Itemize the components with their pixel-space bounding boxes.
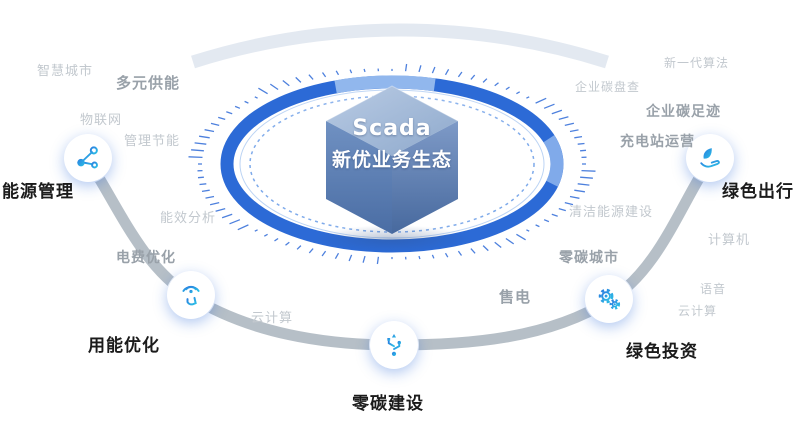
node-label-energy-use-optimization: 用能优化: [88, 336, 160, 356]
center-title: Scada: [352, 116, 432, 141]
gears-icon: [598, 288, 621, 310]
keyword-iot: 物联网: [80, 113, 123, 128]
node-energy-use-optimization: [167, 271, 215, 319]
keyword-multi-energy-supply: 多元供能: [116, 74, 181, 92]
outer-top-arc: [191, 23, 609, 69]
keyword-next-gen-algorithms: 新一代算法: [664, 56, 730, 70]
keyword-zero-carbon-city: 零碳城市: [559, 250, 619, 266]
node-label-green-travel: 绿色出行: [722, 182, 794, 202]
touch-press-icon: [182, 285, 200, 306]
ring-highlight-right: [543, 135, 564, 187]
ring-highlight-top: [334, 75, 436, 94]
node-label-green-investment: 绿色投资: [626, 342, 698, 362]
keyword-cloud-computing-left: 云计算: [251, 311, 294, 326]
tick-ring: [188, 63, 596, 265]
leaf-in-hand-icon: [700, 148, 720, 168]
keyword-computer: 计算机: [708, 233, 751, 248]
keyword-enterprise-carbon-inventory: 企业碳盘查: [575, 80, 641, 94]
cube-left-face: [326, 121, 392, 234]
keyword-enterprise-carbon-footprint: 企业碳足迹: [646, 104, 721, 120]
keyword-cloud-computing-right: 云计算: [678, 304, 718, 318]
keyword-energy-efficiency-analysis: 能效分析: [160, 211, 217, 226]
keyword-electricity-sales: 售电: [499, 288, 532, 306]
node-green-travel: [686, 134, 734, 182]
keyword-electricity-cost-optimization: 电费优化: [116, 250, 176, 266]
molecule-network-icon: [77, 146, 98, 169]
cube-shadow: [314, 225, 470, 253]
node-label-zero-carbon-construction: 零碳建设: [352, 394, 424, 414]
center-cube: [325, 85, 459, 234]
keyword-clean-energy-construction: 清洁能源建设: [569, 205, 654, 220]
node-energy-management: [64, 134, 112, 182]
keyword-charging-station-operation: 充电站运营: [620, 134, 695, 150]
node-label-energy-management: 能源管理: [2, 182, 74, 202]
usb-branch-icon: [387, 334, 401, 356]
keyword-speech: 语音: [700, 282, 727, 296]
node-green-investment: [585, 275, 633, 323]
center-subtitle: 新优业务生态: [331, 149, 452, 171]
cube-edge-highlight: [325, 85, 459, 122]
keyword-management-energy-saving: 管理节能: [124, 134, 181, 149]
node-zero-carbon-construction: [370, 321, 418, 369]
cube-right-face: [392, 121, 458, 234]
keyword-smart-city: 智慧城市: [37, 64, 94, 79]
